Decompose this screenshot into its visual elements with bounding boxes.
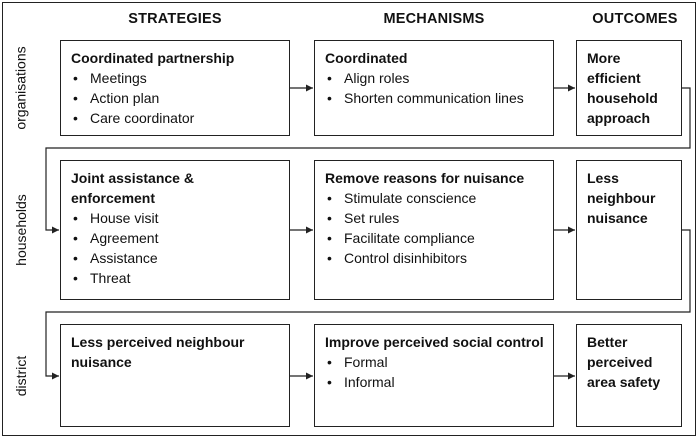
mechanism-item: Informal bbox=[325, 372, 544, 392]
outcome-box-district: Better perceived area safety bbox=[576, 324, 682, 427]
outcome-title: Better perceived area safety bbox=[587, 334, 661, 390]
strategy-item: Action plan bbox=[71, 88, 280, 108]
strategy-item: Meetings bbox=[71, 68, 280, 88]
mechanism-box-organisations: Coordinated Align roles Shorten communic… bbox=[314, 40, 554, 136]
outcome-box-organisations: More efficient household approach bbox=[576, 40, 682, 136]
strategy-box-households: Joint assistance & enforcement House vis… bbox=[60, 160, 290, 300]
column-header-strategies: STRATEGIES bbox=[128, 11, 222, 27]
strategy-item: Care coordinator bbox=[71, 108, 280, 128]
mechanism-title: Coordinated bbox=[325, 50, 408, 66]
strategy-title: Coordinated partnership bbox=[71, 50, 235, 66]
arrow-organisations-to-households bbox=[45, 87, 691, 234]
mechanism-item: Align roles bbox=[325, 68, 544, 88]
strategy-box-district: Less perceived neighbour nuisance bbox=[60, 324, 290, 427]
arrow-households-to-district bbox=[45, 229, 691, 380]
mechanism-box-district: Improve perceived social control Formal … bbox=[314, 324, 554, 427]
outcome-title: More efficient household approach bbox=[587, 50, 658, 126]
strategy-item: Assistance bbox=[71, 248, 280, 268]
strategy-item: House visit bbox=[71, 208, 280, 228]
strategy-box-organisations: Coordinated partnership Meetings Action … bbox=[60, 40, 290, 136]
mechanism-box-households: Remove reasons for nuisance Stimulate co… bbox=[314, 160, 554, 300]
strategy-title: Joint assistance & enforcement bbox=[71, 170, 194, 206]
strategy-title: Less perceived neighbour nuisance bbox=[71, 334, 245, 370]
strategy-item: Threat bbox=[71, 268, 280, 288]
mechanism-item: Shorten communication lines bbox=[325, 88, 544, 108]
column-header-outcomes: OUTCOMES bbox=[592, 11, 678, 27]
mechanism-item: Facilitate compliance bbox=[325, 228, 544, 248]
mechanism-item: Formal bbox=[325, 352, 544, 372]
mechanism-item: Stimulate conscience bbox=[325, 188, 544, 208]
mechanism-item: Set rules bbox=[325, 208, 544, 228]
mechanism-title: Remove reasons for nuisance bbox=[325, 170, 525, 186]
column-header-mechanisms: MECHANISMS bbox=[383, 11, 485, 27]
mechanism-title: Improve perceived social control bbox=[325, 334, 544, 350]
strategy-item: Agreement bbox=[71, 228, 280, 248]
outcome-box-households: Less neighbour nuisance bbox=[576, 160, 682, 300]
outcome-title: Less neighbour nuisance bbox=[587, 170, 656, 226]
mechanism-item: Control disinhibitors bbox=[325, 248, 544, 268]
